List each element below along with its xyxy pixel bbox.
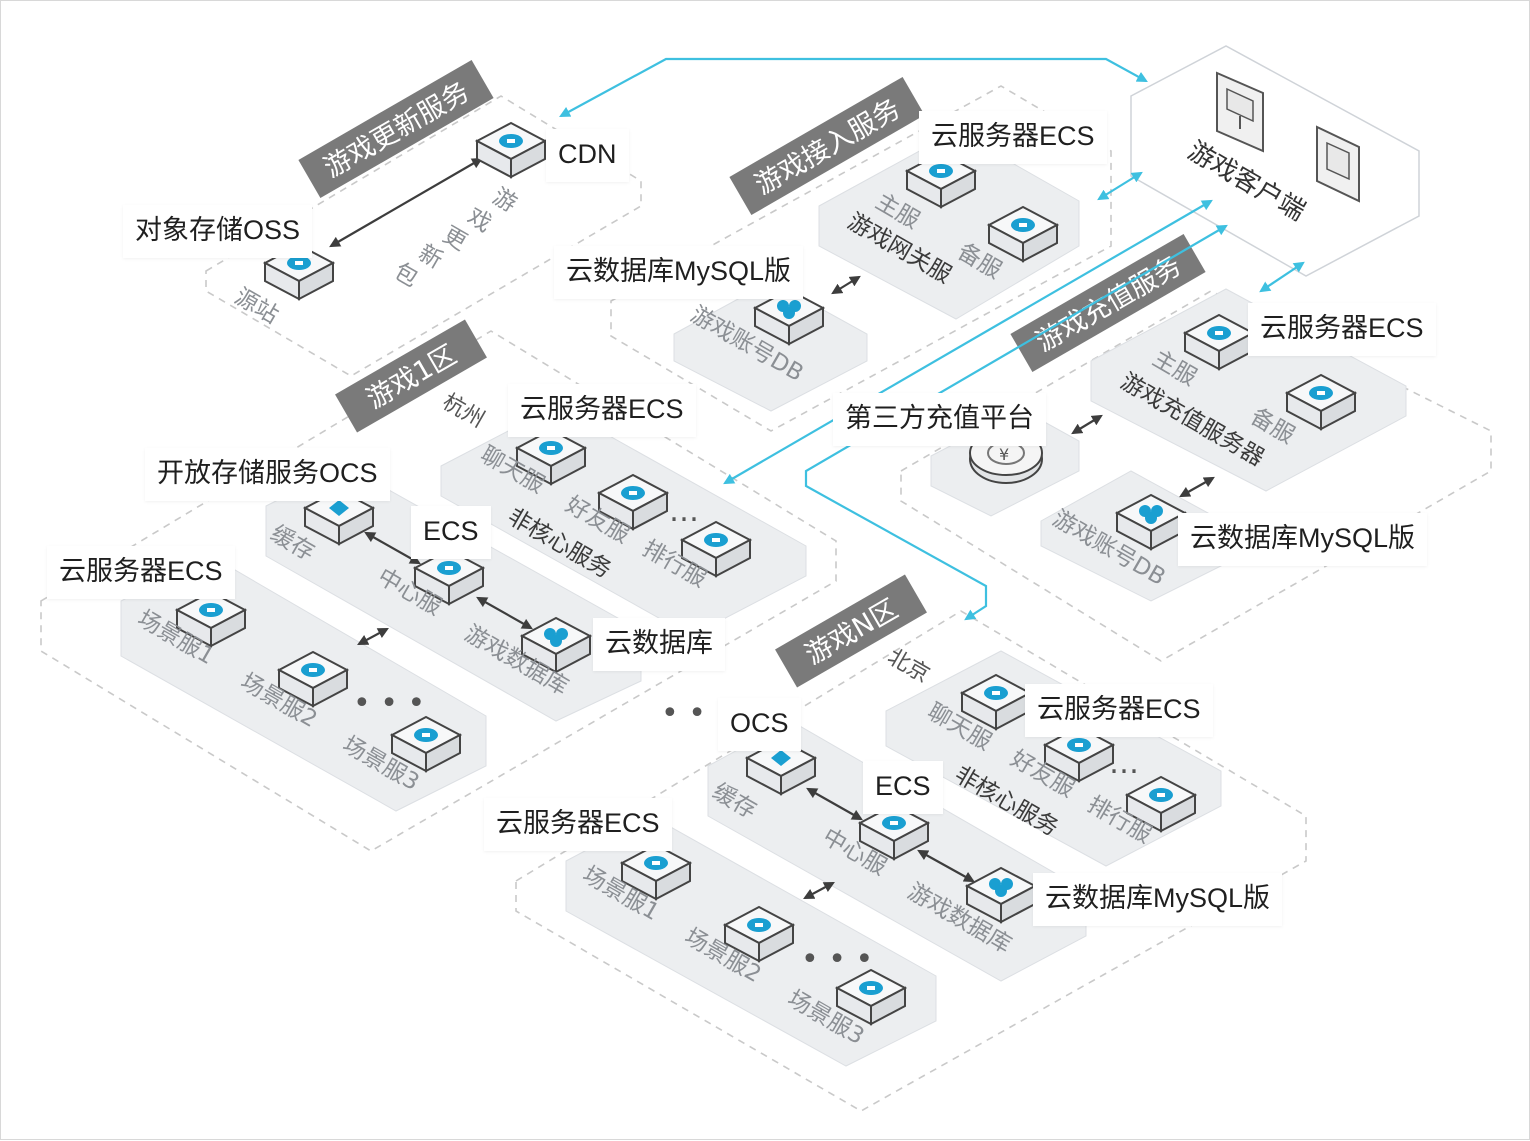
zone1-ecs-left-label: 云服务器ECS <box>47 546 235 599</box>
zone1-city: 杭州 <box>438 390 489 434</box>
cdn-label: CDN <box>546 129 629 182</box>
ellipsis-zoneN-services: … <box>1109 746 1139 781</box>
arrow-zone1-scene-center <box>357 627 389 646</box>
arrow-zoneN-scene-center <box>803 881 835 900</box>
zoneN-ecs-mid-label: ECS <box>863 761 943 814</box>
arrow-gateway-db <box>831 275 861 295</box>
update-package-label: 游 戏 更 新 包 <box>389 184 520 293</box>
origin-label: 源站 <box>230 284 283 330</box>
svg-text:¥: ¥ <box>999 445 1009 464</box>
zoneN-outline <box>515 610 1307 1112</box>
band-update: 游戏更新服务 <box>298 59 494 199</box>
access-mysql-label: 云数据库MySQL版 <box>554 246 804 299</box>
arrow-zone1-center-db <box>476 596 533 630</box>
zone1-outline <box>40 330 837 852</box>
zoneN-ecs-left-label: 云服务器ECS <box>484 798 672 851</box>
zoneN-ocs-label: OCS <box>718 698 801 751</box>
flow-recharge-client <box>1259 261 1305 293</box>
flow-access-client <box>1097 171 1143 201</box>
recharge-zone-outline <box>900 290 1492 662</box>
svg-text:游戏更新服务: 游戏更新服务 <box>319 76 475 184</box>
update-zone-outline <box>205 95 642 377</box>
zone1-ecs-top-label: 云服务器ECS <box>508 384 696 437</box>
cdn-icon <box>476 122 546 178</box>
recharge-mysql-label: 云数据库MySQL版 <box>1178 513 1428 566</box>
arrow-zone1-cache-center <box>364 531 421 565</box>
access-ecs-label: 云服务器ECS <box>919 111 1107 164</box>
zoneN-city: 北京 <box>883 645 934 689</box>
arrow-recharge-db <box>1179 476 1215 498</box>
zone1-clouddb-label: 云数据库 <box>593 618 725 671</box>
client-device-icon <box>1316 125 1360 203</box>
zone1-ecs-mid-label: ECS <box>411 506 491 559</box>
arrow-thirdparty-recharge <box>1071 414 1103 435</box>
ellipsis-zoneN-scenes: • • • <box>801 942 873 977</box>
arrow-cdn-oss <box>329 157 483 248</box>
ellipsis-zone1-scenes: • • • <box>353 686 425 721</box>
flow-cdn-client <box>559 57 1148 118</box>
zoneN-mysql-label: 云数据库MySQL版 <box>1033 873 1283 926</box>
zoneN-ecs-top-label: 云服务器ECS <box>1025 684 1213 737</box>
arrow-zoneN-cache-center <box>806 787 863 821</box>
arrow-zoneN-center-db <box>917 849 975 883</box>
recharge-ecs-label: 云服务器ECS <box>1248 303 1436 356</box>
ellipsis-zone1-services: … <box>669 494 699 529</box>
third-party-label: 第三方充值平台 <box>833 393 1046 446</box>
zone1-ocs-label: 开放存储服务OCS <box>145 448 390 501</box>
client-device-icon <box>1216 71 1264 153</box>
oss-label: 对象存储OSS <box>123 205 313 258</box>
